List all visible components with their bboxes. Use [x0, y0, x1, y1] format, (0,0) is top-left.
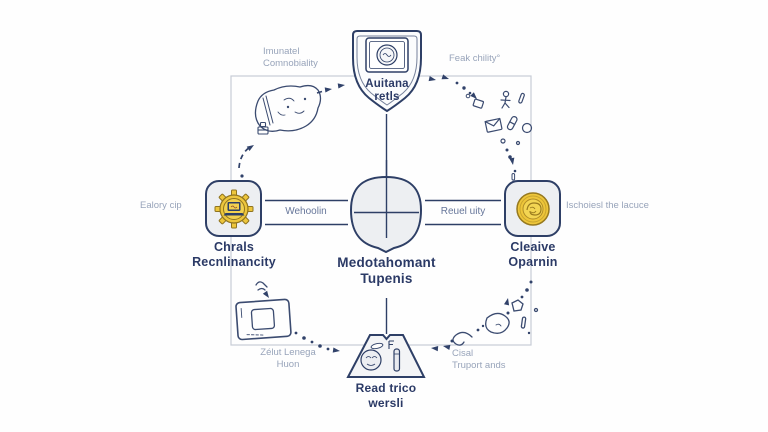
top-node-label: Auitana retls — [365, 78, 409, 103]
connector-right-label: Reuel uity — [440, 206, 486, 217]
annotation-top-left: Imunatel Comnobiality — [263, 46, 318, 69]
dotted-trail-to-bottom-node — [294, 331, 340, 353]
annotation-bottom-left: Zélut Lenega Huon — [260, 347, 316, 370]
left-node-label: Chrals Recnlinancity — [192, 240, 276, 269]
annotation-top-right: Feak chility° — [449, 53, 501, 64]
annotation-left: Ealory cip — [140, 200, 182, 211]
dashed-trail-to-top-node — [316, 83, 345, 94]
connector-right-lines — [425, 199, 501, 226]
annotation-bottom-right: Cisal Truport ands — [452, 348, 506, 371]
scatter-icons-doodle — [465, 90, 533, 146]
center-node-label: Medotahomant Tupenis — [337, 255, 436, 286]
dashed-arrow-up-doodle — [238, 145, 254, 185]
gold-coin-icon — [515, 191, 550, 226]
hand-tablet-doodle — [235, 281, 292, 341]
annotation-right: Ischoiesl the lacuce — [566, 200, 649, 211]
cube-icon — [257, 121, 269, 135]
quadrant-cross-icon — [354, 160, 419, 238]
stick-figure-icon — [500, 90, 511, 109]
kiln-mountain-icon — [360, 340, 401, 372]
gear-medal-icon — [214, 189, 253, 228]
bottom-node-trapezoid — [346, 334, 426, 378]
loop-doodle — [452, 280, 539, 346]
top-node-shield — [352, 30, 422, 113]
dashed-trail-from-top-node — [428, 74, 477, 99]
center-node-squircle — [349, 160, 423, 254]
connector-left-lines — [265, 199, 348, 226]
right-node — [504, 180, 561, 237]
envelope-icon — [484, 117, 503, 133]
dotted-trail-to-bottom-node-right — [431, 339, 454, 352]
left-node — [205, 180, 262, 237]
dashed-trail-to-right-node — [505, 148, 517, 181]
connector-left-label: Wehoolin — [285, 206, 327, 217]
certificate-seal-icon — [365, 37, 409, 73]
right-node-label: Cleaive Oparnin — [508, 240, 558, 269]
capsule-icon — [506, 115, 518, 131]
bottom-node-label: Read trico wersli — [355, 381, 417, 410]
